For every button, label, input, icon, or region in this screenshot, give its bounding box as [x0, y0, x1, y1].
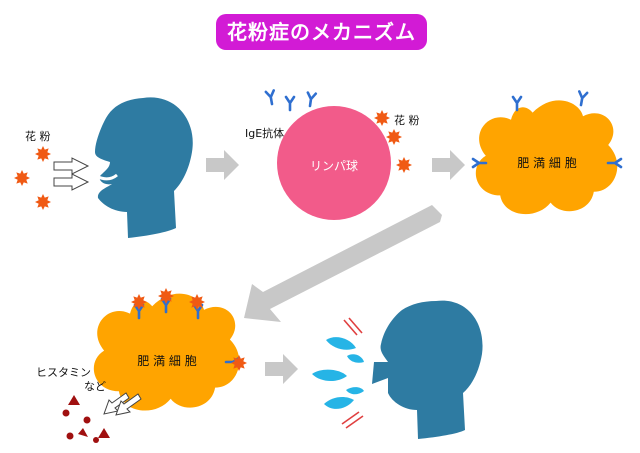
pollen-label: 花 粉 [25, 130, 51, 143]
ige-antibody-label: IgE抗体 [245, 127, 285, 140]
pollen-icon [386, 129, 402, 145]
pollen-icon [14, 170, 30, 186]
pollen-icon [158, 288, 174, 304]
head-sneezing [372, 300, 483, 439]
head-inhaling [95, 97, 193, 238]
ige-antibody-icon [264, 89, 318, 112]
page-title: 花粉症のメカニズム [216, 14, 427, 50]
sneeze-lines-icon [341, 317, 364, 429]
pollen-icon [35, 194, 51, 210]
pollen-icon [189, 294, 205, 310]
pollen-icon [131, 294, 147, 310]
lymphocyte-label: リンパ球 [309, 159, 358, 173]
pollen-icon [35, 146, 51, 162]
diagonal-arrow-icon [244, 205, 442, 322]
pollen-icon [396, 157, 412, 173]
histamine-label: ヒスタミン [36, 366, 91, 379]
sneeze-droplets-icon [312, 337, 364, 409]
release-arrows-icon [103, 392, 142, 416]
histamine-label-sub: など [84, 380, 106, 393]
lymphocyte-cell [277, 106, 391, 220]
mast-cell-label: 肥 満 細 胞 [517, 156, 577, 170]
inhale-arrows-icon [53, 157, 90, 191]
flow-arrow-icon [265, 354, 298, 384]
mast-cell-label: 肥 満 細 胞 [137, 354, 197, 368]
pollen-icon [231, 355, 247, 371]
pollen-label: 花 粉 [394, 114, 420, 127]
flow-arrow-icon [206, 150, 239, 180]
histamine-particles-icon [62, 395, 110, 443]
pollen-icon [374, 110, 390, 126]
flow-arrow-icon [432, 150, 465, 180]
